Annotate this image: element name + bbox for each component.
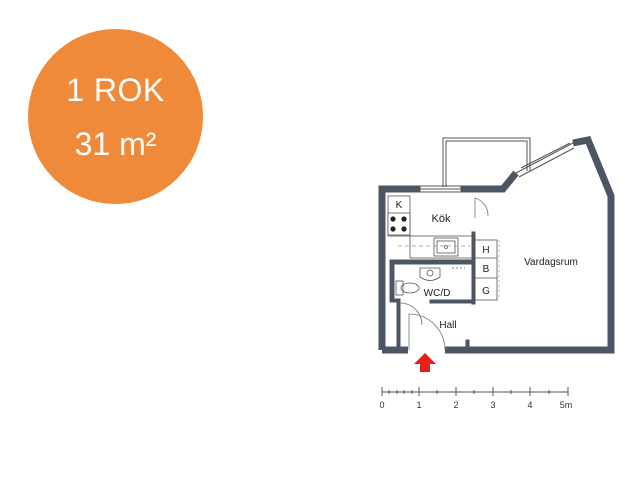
living-room-label: Vardagsrum (524, 257, 578, 268)
scale-label: 2 (453, 400, 458, 410)
kitchen-sink (433, 237, 459, 257)
bathroom-label: WC/D (424, 288, 451, 299)
kitchen-label: Kök (432, 213, 451, 225)
kitchen-counter (409, 235, 473, 259)
balcony (442, 137, 531, 187)
bathroom-fixtures (395, 261, 465, 296)
entrance-door-swing (408, 313, 446, 351)
outer-walls (378, 136, 615, 354)
balcony-door (419, 185, 462, 193)
kitchen-unit-label: K (396, 200, 403, 211)
closets (474, 239, 498, 301)
closet-b-label: B (483, 264, 490, 275)
kitchen-unit: K (387, 195, 411, 237)
bathroom-door-swing (399, 302, 423, 326)
hall-label: Hall (439, 320, 456, 331)
closet-g-label: G (482, 286, 490, 297)
entrance-arrow-icon (414, 353, 436, 372)
scale-label: 0 (379, 400, 384, 410)
closet-h-label: H (482, 245, 489, 256)
scale-bar: 0 1 2 3 4 5m (379, 387, 572, 410)
apartment-badge: 1 ROK 31 m² (28, 29, 203, 204)
scale-label: 4 (527, 400, 532, 410)
scale-label: 1 (416, 400, 421, 410)
kitchen-door-swing (474, 197, 489, 217)
scale-label: 5m (560, 400, 573, 410)
angled-window (515, 142, 575, 178)
area-label: 31 m² (74, 125, 157, 162)
rooms-label: 1 ROK (66, 71, 165, 108)
scale-label: 3 (490, 400, 495, 410)
interior-walls (389, 231, 476, 351)
